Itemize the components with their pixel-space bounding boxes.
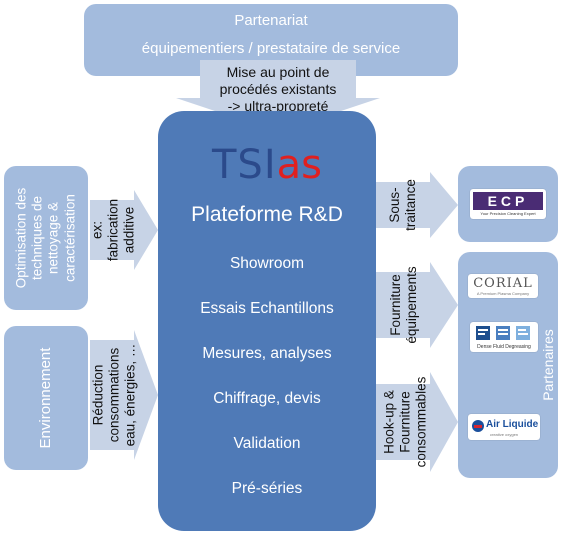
- dfd-tagline: Dense Fluid Degreasing: [477, 344, 531, 350]
- item-essais: Essais Echantillons: [200, 300, 334, 317]
- right-arrow2-shape: [376, 262, 458, 348]
- corial-logo: CORIAL A Premium Plasma Company: [468, 274, 538, 298]
- ecp-logo-band: ECP: [473, 192, 543, 210]
- partnership-line2: équipementiers / prestataire de service: [141, 40, 401, 57]
- airliquide-logo: Air Liquide creative oxygen: [468, 414, 540, 440]
- top-arrow-line1: Mise au point de: [226, 64, 330, 80]
- tsias-logo: TSIas: [158, 145, 376, 185]
- left-bottom-arrow-line1: Réduction: [90, 364, 106, 426]
- left-top-arrow-line1: ex:: [89, 220, 105, 240]
- ecp-tagline: Your Precision Cleaning Expert: [480, 211, 536, 216]
- right-arrow2-line2: équipements: [404, 266, 419, 344]
- ecp-logo-text: ECP: [487, 193, 529, 209]
- airliquide-text: Air Liquide: [486, 419, 539, 430]
- partners-box: CORIAL A Premium Plasma Company Dense Fl…: [458, 252, 558, 478]
- left-top-arrow-text: ex: fabrication additive: [90, 199, 139, 261]
- left-bottom-arrow-line3: eau, énergies, …: [123, 343, 139, 447]
- logo-tsi: TSI: [212, 142, 277, 188]
- item-mesures: Mesures, analyses: [202, 345, 332, 362]
- corial-tagline: A Premium Plasma Company: [476, 291, 530, 296]
- ecp-logo: ECP Your Precision Cleaning Expert: [470, 189, 546, 219]
- dfd-icon: [476, 326, 530, 340]
- right-arrow3-line2: Fourniture: [397, 391, 413, 453]
- item-showroom: Showroom: [229, 255, 305, 272]
- partnership-line1: Partenariat: [234, 12, 308, 29]
- right-arrow2-text: Fourniture équipements: [388, 266, 420, 343]
- item-validation: Validation: [233, 435, 301, 452]
- left-bottom-arrow-line2: consommations: [106, 347, 122, 443]
- logo-as: as: [276, 142, 322, 188]
- right-arrow1-shape: [376, 172, 458, 238]
- right-arrow3-line3: consommables: [414, 376, 430, 468]
- right-arrow3-shape: [376, 372, 458, 472]
- platform-box: TSIas Plateforme R&D Showroom Essais Ech…: [158, 111, 376, 531]
- left-top-arrow-line3: additive: [122, 206, 138, 254]
- left-top-arrow-shape: [90, 190, 158, 270]
- optimisation-box: Optimisation des techniques de nettoyage…: [4, 166, 88, 310]
- right-arrow1-line1: Sous-: [386, 187, 402, 223]
- partners-label: Partenaires: [540, 329, 556, 401]
- left-top-arrow-line2: fabrication: [105, 198, 121, 262]
- right-arrow2-line1: Fourniture: [387, 274, 403, 336]
- left-bottom-arrow-text: Réduction consommations eau, énergies, …: [91, 344, 140, 447]
- airliquide-tagline: creative oxygen: [490, 432, 519, 437]
- right-arrow3-text: Hook-up & Fourniture consommables: [382, 377, 431, 468]
- top-arrow-line2: procédés existants: [219, 81, 337, 97]
- platform-title: Plateforme R&D: [191, 203, 343, 226]
- top-arrow-text: Mise au point de procédés existants -> u…: [190, 64, 366, 115]
- item-chiffrage: Chiffrage, devis: [213, 390, 321, 407]
- left-bottom-arrow-shape: [90, 330, 158, 460]
- right-arrow1-text: Sous- traitance: [387, 179, 419, 231]
- ecp-box: ECP Your Precision Cleaning Expert: [458, 166, 558, 242]
- corial-text: CORIAL: [473, 276, 533, 291]
- airliquide-icon: [472, 420, 484, 432]
- top-arrow-line3: -> ultra-propreté: [227, 98, 329, 114]
- dfd-logo: Dense Fluid Degreasing: [470, 322, 538, 352]
- right-arrow1-line2: traitance: [403, 179, 418, 231]
- item-preseries: Pré-séries: [231, 480, 303, 497]
- right-arrow3-line1: Hook-up &: [381, 390, 397, 454]
- environnement-box: Environnement: [4, 326, 88, 470]
